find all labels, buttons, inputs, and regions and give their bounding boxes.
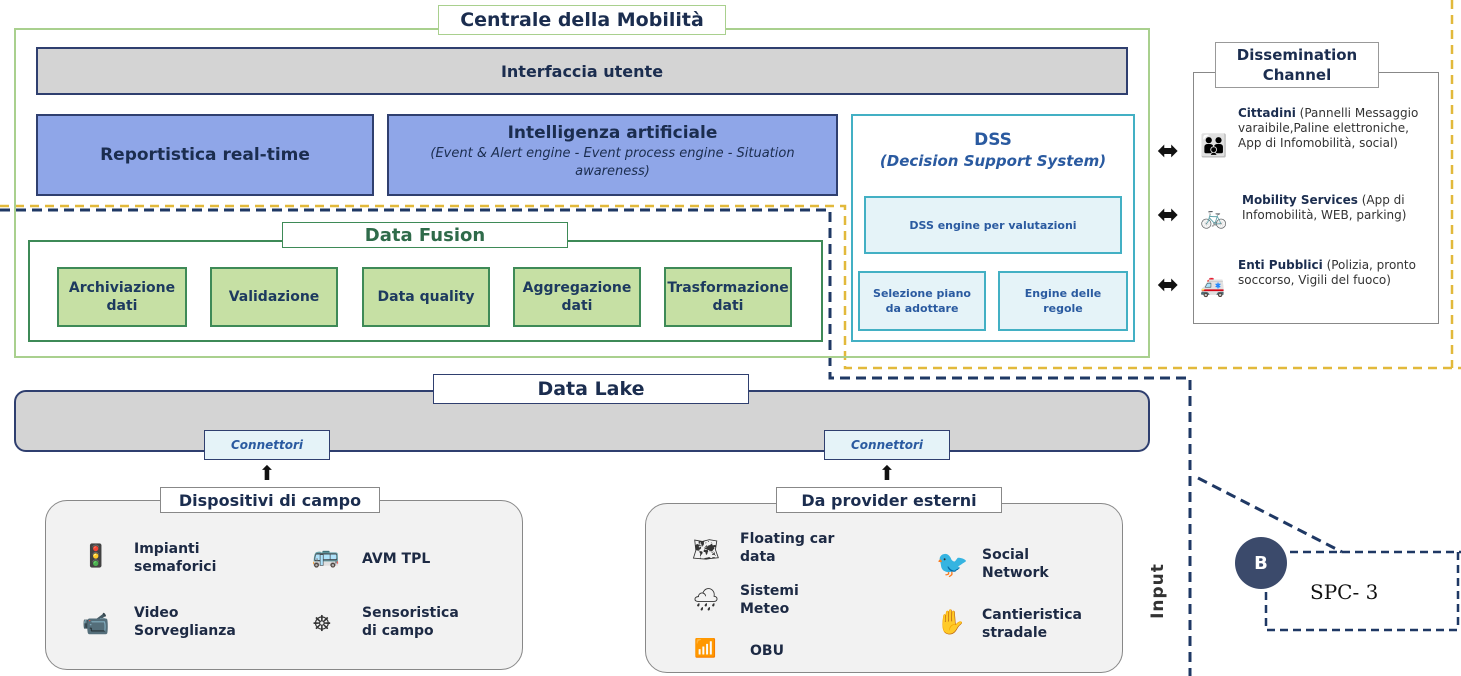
badge-b: B: [1235, 537, 1287, 589]
reportistica-box: Reportistica real-time: [36, 114, 374, 196]
dissemination-item-enti: 🚑 Enti Pubblici (Polizia, pronto soccors…: [1198, 258, 1438, 318]
centrale-title: Centrale della Mobilità: [438, 5, 726, 35]
cittadini-label: Cittadini: [1238, 106, 1296, 120]
provider-meteo: 🌧 Sistemi Meteo: [692, 583, 799, 617]
camera-icon: 📹: [82, 612, 110, 637]
provider-cantieristica: ✋ Cantieristica stradale: [936, 607, 1082, 641]
antenna-icon: 📶: [694, 638, 717, 659]
arrow-up-icon: ⬆: [258, 461, 276, 485]
provider-social: 🐦 Social Network: [936, 547, 1049, 581]
people-icon: 👪: [1200, 134, 1228, 159]
dss-title: DSS: [974, 130, 1012, 150]
bicycle-icon: 🚲: [1200, 205, 1228, 230]
hand-stop-icon: ✋: [936, 608, 966, 636]
provider-floating: 🗺 Floating car data: [692, 531, 835, 565]
dss-selezione-box: Selezione piano da adottare: [858, 271, 986, 331]
provider-obu: 📶 OBU: [694, 638, 784, 659]
dispositivo-impianti: 🚦 Impianti semaforici: [82, 541, 217, 575]
data-lake-title: Data Lake: [433, 374, 749, 404]
dissemination-title: Dissemination Channel: [1215, 42, 1379, 88]
cittadini-text: (Pannelli Messaggio varaibile,Paline ele…: [1238, 106, 1419, 150]
fingerprint-icon: ☸: [312, 612, 332, 637]
trasformazione-box: Trasformazione dati: [664, 267, 792, 327]
double-arrow-icon: ⬌: [1157, 270, 1179, 300]
cloud-rain-icon: 🌧: [692, 588, 720, 613]
dss-regole-box: Engine delle regole: [998, 271, 1128, 331]
ai-title: Intelligenza artificiale: [507, 123, 718, 143]
double-arrow-icon: ⬌: [1157, 136, 1179, 166]
connettori-left: Connettori: [204, 430, 330, 460]
ai-box: Intelligenza artificiale (Event & Alert …: [387, 114, 838, 196]
enti-label: Enti Pubblici: [1238, 258, 1323, 272]
traffic-light-icon: 🚦: [82, 544, 110, 569]
dss-engine-box: DSS engine per valutazioni: [864, 196, 1122, 254]
ai-subtitle: (Event & Alert engine - Event process en…: [430, 146, 795, 179]
connettori-right: Connettori: [824, 430, 950, 460]
interfaccia-utente-bar: Interfaccia utente: [36, 47, 1128, 95]
twitter-icon: 🐦: [936, 550, 969, 580]
enti-text: (Polizia, pronto soccorso, Vigili del fu…: [1238, 258, 1416, 287]
map-icon: 🗺: [692, 538, 720, 563]
double-arrow-icon: ⬌: [1157, 200, 1179, 230]
archiviazione-box: Archiviazione dati: [57, 267, 187, 327]
dissemination-item-mobility: 🚲 Mobility Services (App di Infomobilità…: [1198, 193, 1438, 253]
data-fusion-title: Data Fusion: [282, 222, 568, 248]
spc-label: SPC- 3: [1310, 580, 1379, 604]
provider-frame: [645, 503, 1123, 673]
provider-title: Da provider esterni: [776, 487, 1002, 513]
aggregazione-box: Aggregazione dati: [513, 267, 641, 327]
dispositivi-title: Dispositivi di campo: [160, 487, 380, 513]
mobility-label: Mobility Services: [1242, 193, 1358, 207]
input-label: Input: [1148, 563, 1168, 619]
mobility-text: (App di Infomobilità, WEB, parking): [1242, 193, 1407, 222]
validazione-box: Validazione: [210, 267, 338, 327]
dss-subtitle: (Decision Support System): [879, 152, 1107, 170]
dispositivo-video: 📹 Video Sorveglianza: [82, 605, 236, 639]
ambulance-icon: 🚑: [1200, 274, 1225, 298]
dispositivo-avm: 🚌 AVM TPL: [312, 544, 431, 569]
data-quality-box: Data quality: [362, 267, 490, 327]
bus-icon: 🚌: [312, 544, 340, 569]
dispositivi-frame: [45, 500, 523, 670]
arrow-up-icon: ⬆: [878, 461, 896, 485]
dispositivo-sensoristica: ☸ Sensoristica di campo: [312, 605, 459, 639]
dissemination-item-cittadini: 👪 Cittadini (Pannelli Messaggio varaibil…: [1198, 106, 1438, 182]
